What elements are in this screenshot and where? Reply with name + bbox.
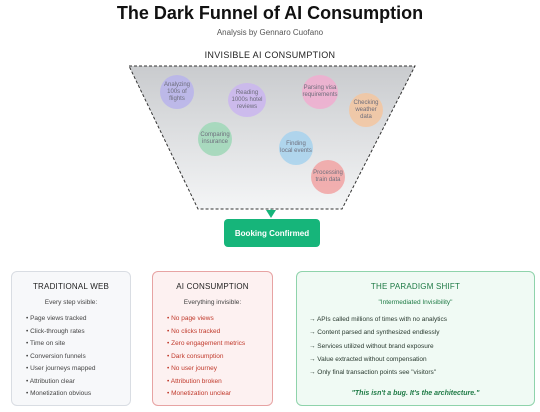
funnel-label: INVISIBLE AI CONSUMPTION <box>204 50 336 60</box>
bubble-weather: Checking weather data <box>349 93 383 127</box>
list-item: • Time on site <box>26 340 66 347</box>
list-item: → Only final transaction points see "vis… <box>309 369 437 377</box>
panel-intro: Everything invisible: <box>183 299 242 306</box>
bubble-label: Finding local events <box>280 141 312 154</box>
bubble-hotel-reviews: Reading 1000s hotel reviews <box>228 83 266 117</box>
list-item: • Attribution clear <box>26 377 75 385</box>
panel-title: THE PARADIGM SHIFT <box>370 282 461 291</box>
bubble-label: Processing train data <box>313 170 343 183</box>
list-item: → Content parsed and synthesized endless… <box>309 329 440 337</box>
panel-intro: Every step visible: <box>44 299 98 306</box>
panel-title: AI CONSUMPTION <box>176 282 249 291</box>
list-item: • Click-through rates <box>26 327 85 335</box>
bubble-label: Comparing insurance <box>200 132 230 145</box>
panel-title: TRADITIONAL WEB <box>32 282 110 291</box>
list-item: • Conversion funnels <box>26 352 86 360</box>
paradigm-shift-panel: THE PARADIGM SHIFT "Intermediated Invisi… <box>296 271 535 406</box>
page-subtitle: Analysis by Gennaro Cuofano <box>216 28 324 37</box>
ai-consumption-panel: AI CONSUMPTION Everything invisible: • N… <box>152 271 273 406</box>
bubble-label: Checking weather data <box>353 99 379 120</box>
shift-list: → APIs called millions of times with no … <box>309 313 447 379</box>
list-item: • Monetization obvious <box>26 390 92 397</box>
page-title: The Dark Funnel of AI Consumption <box>116 3 424 23</box>
bubble-flights: Analyzing 100s of flights <box>160 75 194 109</box>
bubble-label: Parsing visa requirements <box>302 85 338 98</box>
traditional-web-panel: TRADITIONAL WEB Every step visible: • Pa… <box>11 271 131 406</box>
list-item: • Monetization unclear <box>167 390 232 397</box>
list-item: → Services utilized without brand exposu… <box>309 342 434 350</box>
list-item: • Dark consumption <box>167 352 224 360</box>
list-item: • No user journey <box>167 365 217 372</box>
traditional-list: • Page views tracked • Click-through rat… <box>26 313 96 401</box>
list-item: • Zero engagement metrics <box>167 340 246 347</box>
list-item: • Attribution broken <box>167 377 222 385</box>
funnel-arrow-icon <box>266 210 276 218</box>
panel-intro: "Intermediated Invisibility" <box>378 299 453 306</box>
bubble-label: Reading 1000s hotel reviews <box>231 89 263 110</box>
booking-confirmed-button: Booking Confirmed <box>224 219 320 247</box>
list-item: • No page views <box>167 315 214 322</box>
list-item: • User journeys mapped <box>26 365 96 372</box>
bubble-local-events: Finding local events <box>279 131 313 165</box>
list-item: • No clicks tracked <box>167 327 221 335</box>
panel-quote: "This isn't a bug. It's the architecture… <box>351 390 480 397</box>
ai-list: • No page views • No clicks tracked • Ze… <box>167 313 245 401</box>
bubble-train: Processing train data <box>311 160 345 194</box>
list-item: → APIs called millions of times with no … <box>309 316 447 323</box>
bubble-insurance: Comparing insurance <box>198 122 232 156</box>
bubble-visa: Parsing visa requirements <box>302 75 338 109</box>
list-item: → Value extracted without compensation <box>309 355 427 363</box>
list-item: • Page views tracked <box>26 315 87 322</box>
bubble-label: Analyzing 100s of flights <box>163 81 190 102</box>
